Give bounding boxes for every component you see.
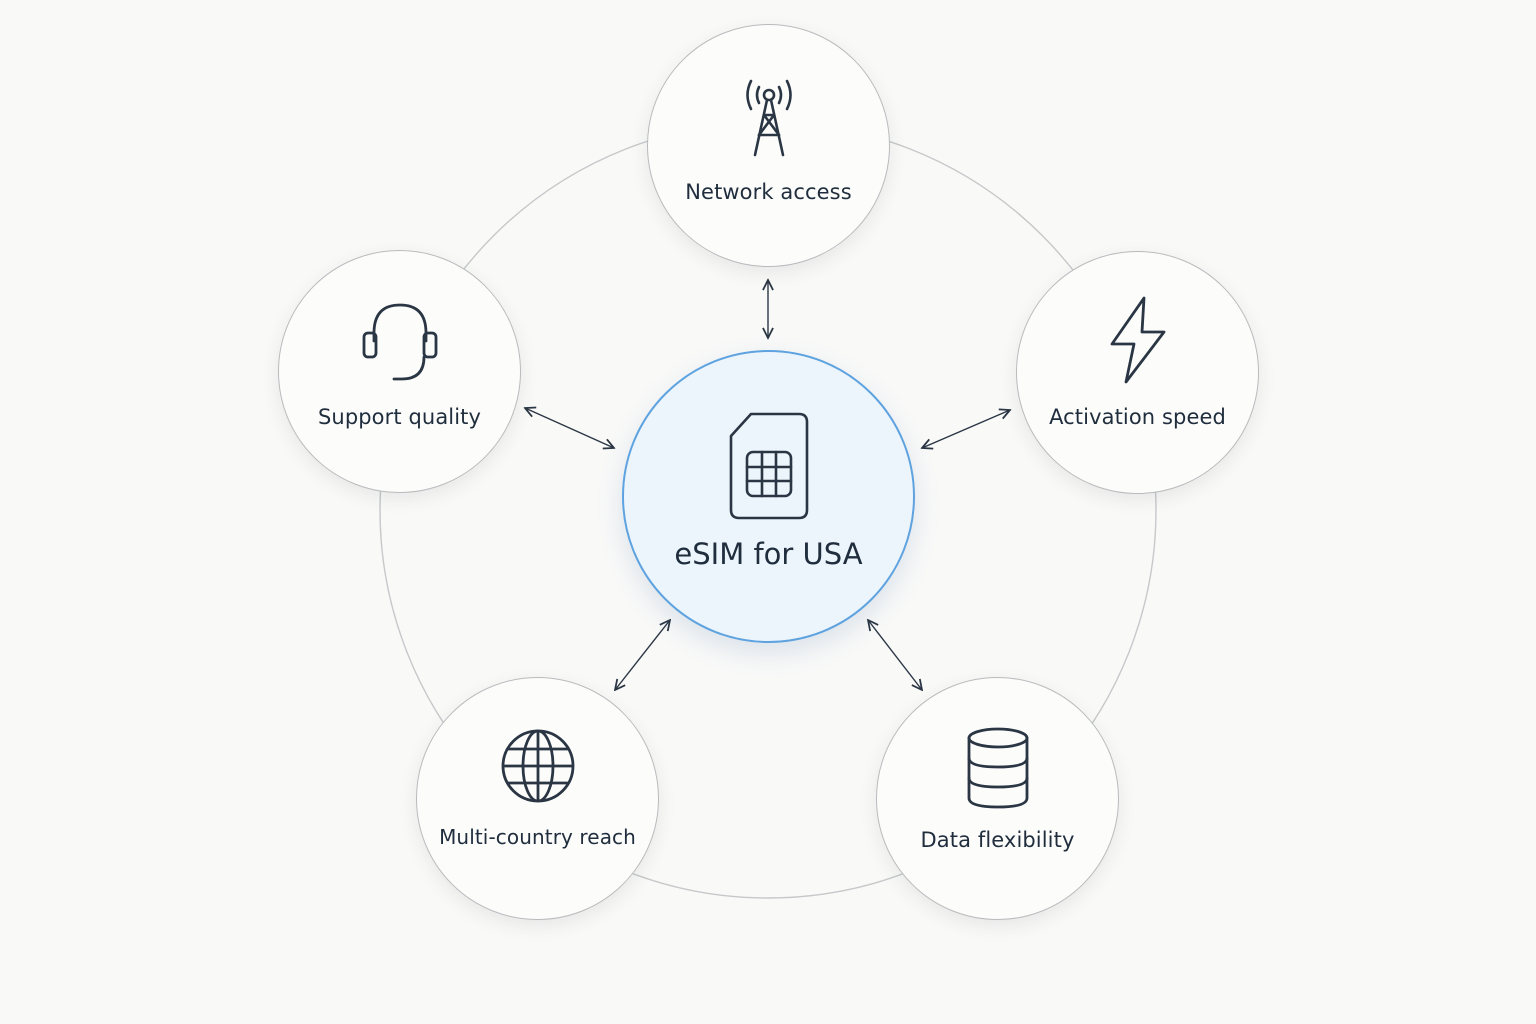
sim-card-icon xyxy=(721,408,817,524)
connector-support-quality xyxy=(525,408,614,448)
cell-tower-icon xyxy=(721,65,817,161)
node-support-quality: Support quality xyxy=(278,250,521,493)
node-network-access: Network access xyxy=(647,24,890,267)
globe-icon xyxy=(490,718,586,814)
headset-icon xyxy=(352,293,448,389)
node-data-flexibility: Data flexibility xyxy=(876,677,1119,920)
database-icon xyxy=(950,720,1046,816)
node-label-network-access: Network access xyxy=(685,180,852,204)
node-label-support-quality: Support quality xyxy=(317,405,482,429)
node-multi-country-reach: Multi-country reach xyxy=(416,677,659,920)
connector-multi-country-reach xyxy=(615,620,670,690)
node-label-multi-country-reach: Multi-country reach xyxy=(439,825,636,849)
center-label: eSIM for USA xyxy=(674,537,863,571)
node-label-activation-speed: Activation speed xyxy=(1049,405,1226,429)
lightning-bolt-icon xyxy=(1090,292,1186,388)
connector-activation-speed xyxy=(922,410,1010,448)
node-label-data-flexibility: Data flexibility xyxy=(920,828,1075,852)
node-activation-speed: Activation speed xyxy=(1016,251,1259,494)
center-node-esim: eSIM for USA xyxy=(622,350,915,643)
connector-data-flexibility xyxy=(868,620,922,690)
